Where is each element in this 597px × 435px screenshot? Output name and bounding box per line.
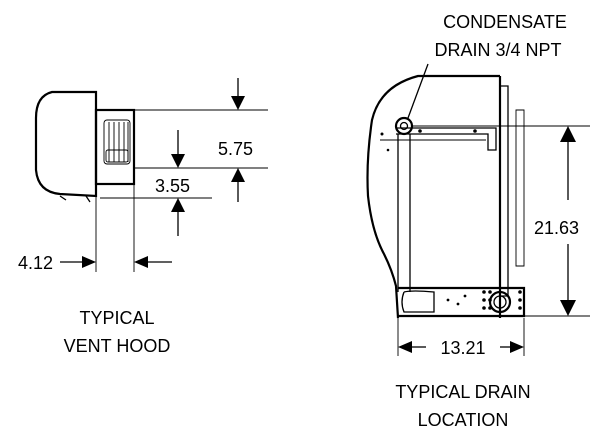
drain-leader-line [407, 63, 429, 119]
dim-drain-width [398, 341, 524, 353]
drain-caption-line1: TYPICAL DRAIN [395, 382, 530, 402]
vent-hood-caption-line1: TYPICAL [79, 308, 154, 328]
dim-vent-height-overall [231, 78, 245, 202]
dim-drain-height [560, 126, 576, 316]
vent-height-overall-label: 5.75 [218, 139, 253, 159]
drain-callout-line1: CONDENSATE [443, 12, 567, 32]
drain-callout-line2: DRAIN 3/4 NPT [434, 40, 561, 60]
drain-fitting [394, 116, 414, 136]
vent-hood-box [94, 108, 136, 186]
drain-height-label: 21.63 [534, 218, 579, 238]
drain-caption-line2: LOCATION [418, 410, 509, 430]
dim-vent-depth [60, 256, 172, 268]
drain-unit-body [366, 74, 500, 319]
vent-height-opening-label: 3.55 [155, 176, 190, 196]
dim-vent-height-opening [171, 130, 185, 236]
vent-hood-view: 5.75 3.55 4.12 TYPICAL VENT HOOD [18, 78, 268, 356]
vent-extension-lines [95, 109, 268, 272]
vent-unit-body [34, 90, 98, 198]
drain-view: CONDENSATE DRAIN 3/4 NPT [366, 12, 590, 430]
drain-width-label: 13.21 [440, 338, 485, 358]
drain-base-rail [398, 286, 526, 318]
vent-hood-caption-line2: VENT HOOD [64, 336, 171, 356]
vent-hood-louvers [103, 119, 131, 165]
vent-depth-label: 4.12 [18, 253, 53, 273]
